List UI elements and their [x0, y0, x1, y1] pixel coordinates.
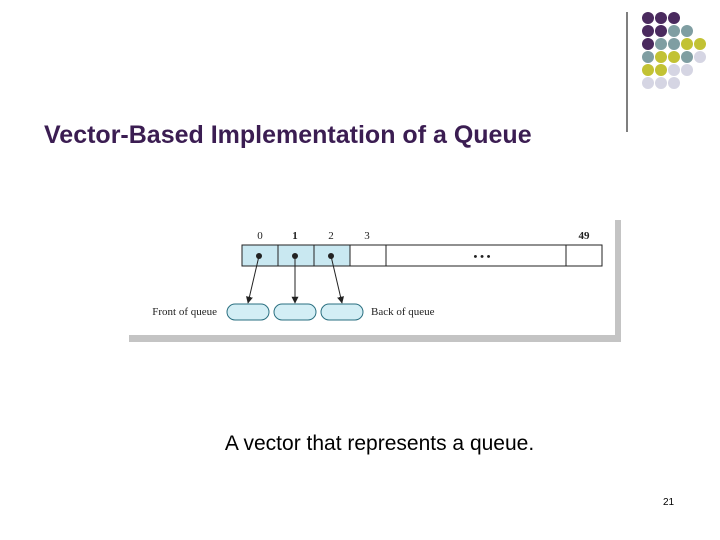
decorative-dot	[668, 25, 680, 37]
decorative-dot	[668, 12, 680, 24]
vector-ellipsis: • • •	[473, 251, 490, 263]
page-number: 21	[663, 497, 675, 508]
divider-line	[626, 12, 628, 132]
decorative-dot	[655, 51, 667, 63]
decorative-dot	[655, 25, 667, 37]
decorative-dot	[694, 38, 706, 50]
figure-caption: A vector that represents a queue.	[224, 432, 535, 455]
back-of-queue-label: Back of queue	[371, 306, 435, 318]
decorative-dot	[642, 25, 654, 37]
decorative-dot	[681, 38, 693, 50]
vector-cell-3	[349, 244, 387, 267]
vector-cell-49	[565, 244, 603, 267]
decorative-dot	[668, 51, 680, 63]
index-label-0: 0	[257, 230, 263, 242]
decorative-dot	[642, 64, 654, 76]
decorative-dot-grid	[642, 12, 706, 89]
slide-title: Vector-Based Implementation of a Queue	[44, 121, 532, 149]
queue-node-middle	[273, 303, 317, 321]
decorative-dot	[642, 51, 654, 63]
decorative-dot	[668, 38, 680, 50]
index-label-2: 2	[328, 230, 334, 242]
queue-node-back	[320, 303, 364, 321]
decorative-dot	[642, 12, 654, 24]
decorative-dot	[681, 51, 693, 63]
decorative-dot	[681, 64, 693, 76]
index-label-1: 1	[292, 230, 298, 242]
figure-frame	[125, 215, 615, 335]
decorative-dot	[655, 12, 667, 24]
decorative-dot	[655, 38, 667, 50]
decorative-dot	[642, 77, 654, 89]
decorative-dot	[642, 38, 654, 50]
pointer-arrow-2	[330, 255, 344, 304]
decorative-dot	[655, 77, 667, 89]
decorative-dot	[668, 77, 680, 89]
queue-node-front	[226, 303, 270, 321]
pointer-arrow-0	[246, 255, 260, 304]
decorative-dot	[655, 64, 667, 76]
index-label-49: 49	[579, 230, 591, 242]
queue-vector-figure: 0 1 2 3 49 • • • Front of queue Back of …	[125, 215, 621, 342]
decorative-dot	[694, 51, 706, 63]
decorative-dot	[668, 64, 680, 76]
decorative-dot	[681, 25, 693, 37]
index-label-3: 3	[364, 230, 370, 242]
front-of-queue-label: Front of queue	[152, 306, 217, 318]
